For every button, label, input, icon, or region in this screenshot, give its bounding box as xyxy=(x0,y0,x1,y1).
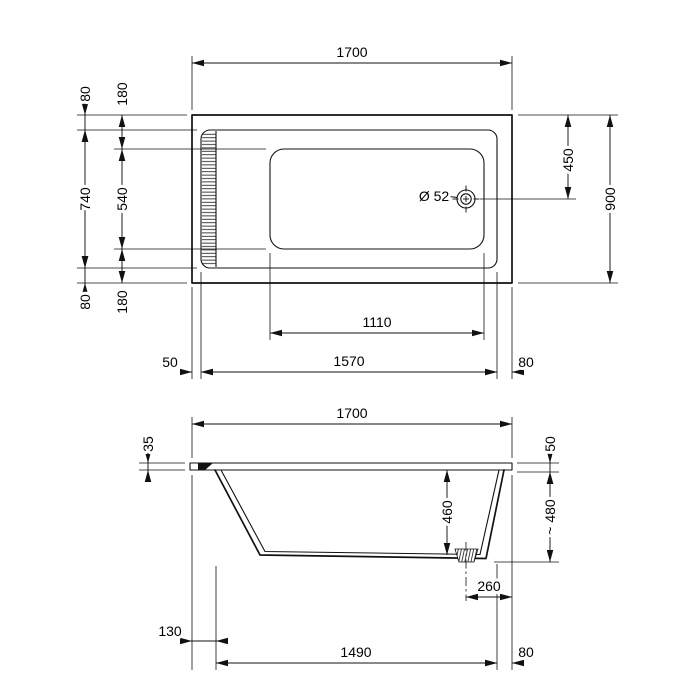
drain-symbol-top xyxy=(448,185,480,213)
dim-label-basin-offset-bottom: 180 xyxy=(114,290,130,314)
side-view-outline xyxy=(189,462,513,560)
dim-label-drain-offset-right: 260 xyxy=(477,578,501,594)
dim-label-basin-offset-top: 180 xyxy=(114,82,130,106)
dim-label-rim-offset-top: 80 xyxy=(77,86,93,102)
top-view-outline xyxy=(191,114,513,284)
shell-outer-profile xyxy=(214,469,505,560)
side-view-dimension-labels: 1700 35 50 ~ 480 460 260 130 1490 80 xyxy=(137,402,561,663)
dim-label-opening-length: 1570 xyxy=(333,353,364,369)
drain-symbol-side xyxy=(454,542,479,601)
shell-inner-profile xyxy=(220,469,500,556)
drain-diameter-label: Ø 52 xyxy=(419,188,450,204)
drain-hatch xyxy=(454,548,479,563)
dim-label-base-offset-left: 130 xyxy=(158,623,182,639)
dim-label-rim-left: 50 xyxy=(162,354,178,370)
dim-label-inner-depth: 460 xyxy=(439,500,455,524)
top-view: 1700 80 180 740 540 80 180 450 900 1110 … xyxy=(74,41,621,379)
dim-label-rim-height-right: 50 xyxy=(542,436,558,452)
drain-leader-line xyxy=(448,196,458,198)
dim-label-drain-from-top: 450 xyxy=(560,148,576,172)
basin-floor-rect xyxy=(269,148,485,250)
dim-label-overall-width: 1700 xyxy=(336,44,367,60)
dim-label-rim-right: 80 xyxy=(518,354,534,370)
dim-label-overall-height: ~ 480 xyxy=(542,499,558,535)
dim-label-base-offset-right: 80 xyxy=(518,644,534,660)
dim-label-overall-depth: 900 xyxy=(602,187,618,211)
side-view-extension-lines xyxy=(139,417,559,670)
backrest-hatch xyxy=(202,132,216,266)
dim-label-opening-depth: 740 xyxy=(77,187,93,211)
dim-label-basin-depth: 540 xyxy=(114,187,130,211)
side-view-dimension-lines xyxy=(144,420,554,667)
dim-label-rim-thickness: 35 xyxy=(140,436,156,452)
dim-label-base-length: 1490 xyxy=(340,644,371,660)
dim-label-rim-offset-bottom: 80 xyxy=(77,294,93,310)
drain-inner-circle xyxy=(460,193,472,205)
top-view-dimension-labels: 1700 80 180 740 540 80 180 450 900 1110 … xyxy=(74,41,621,373)
rim-profile xyxy=(189,462,513,471)
side-view: 1700 35 50 ~ 480 460 260 130 1490 80 xyxy=(137,402,561,670)
top-view-extension-lines xyxy=(77,56,618,379)
dim-label-basin-floor-length: 1110 xyxy=(362,314,391,330)
top-view-dimension-lines xyxy=(81,59,614,376)
dim-label-overall-length: 1700 xyxy=(336,405,367,421)
rim-seal-detail xyxy=(198,463,213,470)
